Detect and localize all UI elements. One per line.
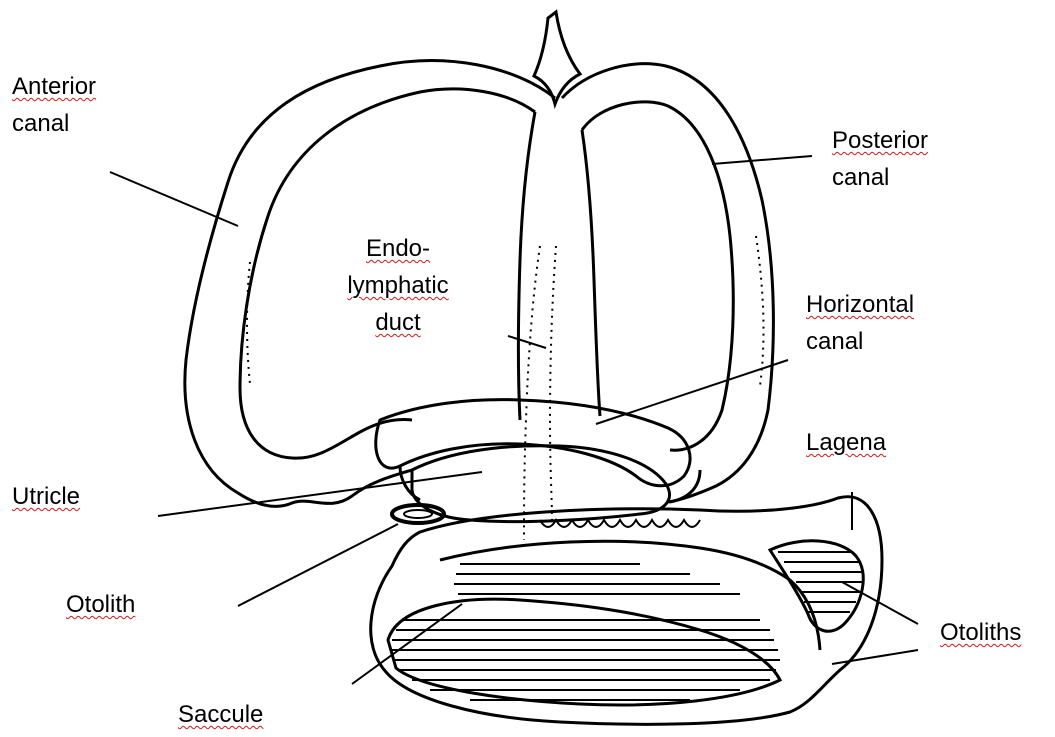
endolymphatic-duct-shape: [524, 246, 556, 540]
leader-otoliths-lower: [832, 650, 918, 664]
label-posterior-canal: Posterior canal: [832, 122, 928, 196]
horizontal-canal-shape: [376, 400, 700, 502]
leader-posterior-canal: [712, 156, 812, 164]
leader-anterior-canal: [110, 172, 238, 226]
common-crus-shape: [519, 12, 601, 420]
label-anterior-canal: Anterior canal: [12, 68, 96, 142]
label-horizontal-canal: Horizontal canal: [806, 286, 914, 360]
label-otoliths: Otoliths: [940, 614, 1021, 651]
leader-utricle: [158, 472, 482, 516]
label-lagena: Lagena: [806, 424, 886, 461]
saccule-otolith-hatching: [388, 564, 780, 705]
label-endolymphatic-duct: Endo- lymphatic duct: [336, 230, 460, 341]
leader-lines: [110, 156, 918, 684]
label-utricle: Utricle: [12, 478, 80, 515]
label-saccule: Saccule: [178, 696, 263, 733]
leader-otolith: [238, 524, 398, 606]
leader-endolymphatic-duct: [508, 336, 546, 348]
label-otolith: Otolith: [66, 586, 135, 623]
leader-horizontal-canal: [596, 360, 788, 424]
